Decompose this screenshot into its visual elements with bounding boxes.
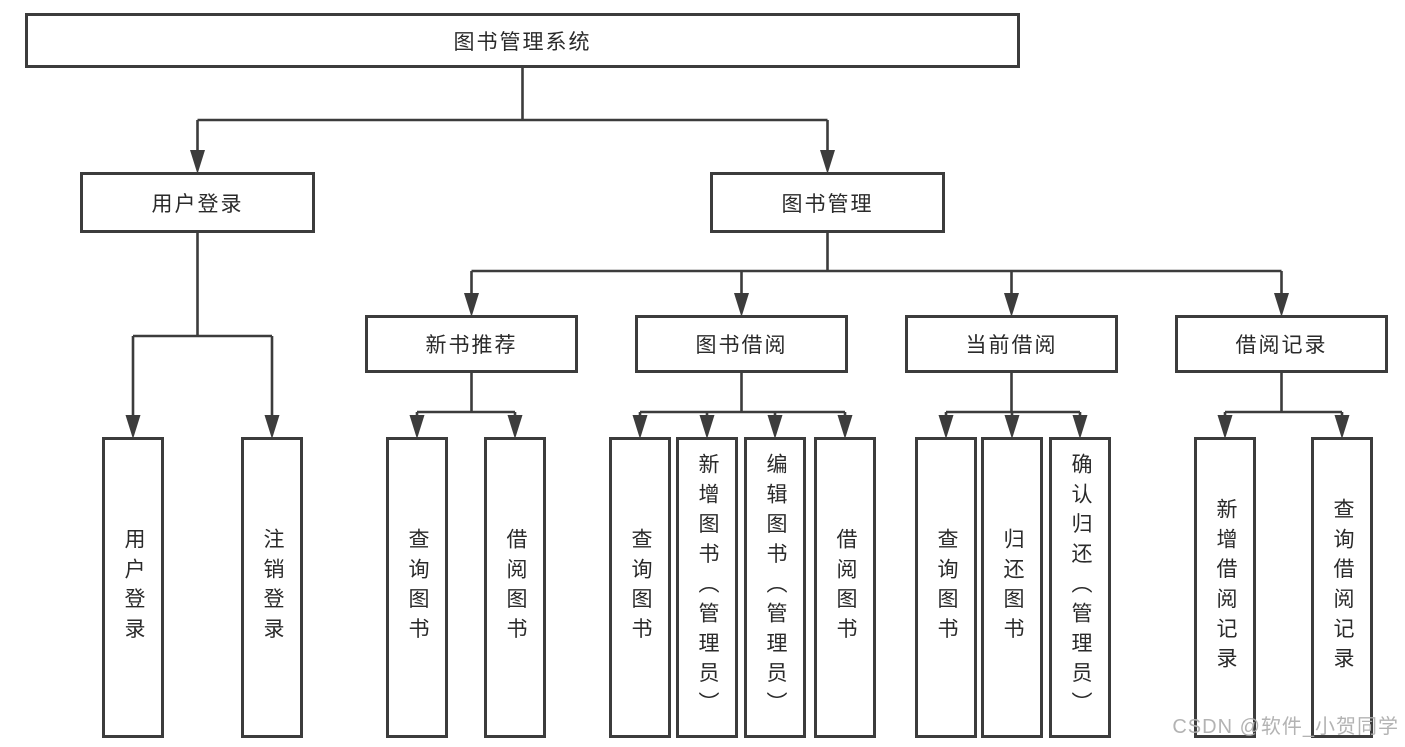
csdn-watermark: CSDN @软件_小贺同学 xyxy=(1172,716,1399,738)
arrowhead xyxy=(734,293,749,317)
arrowhead xyxy=(264,415,280,439)
node-query-books-borrow: 查询图书 xyxy=(609,437,671,738)
node-book-borrowing: 图书借阅 xyxy=(635,315,848,373)
node-user-login-leaf: 用户登录 xyxy=(102,437,164,738)
node-edit-books-admin: 编辑图书（管理员） xyxy=(744,437,806,738)
arrowhead xyxy=(409,415,425,439)
node-return-books: 归还图书 xyxy=(981,437,1043,738)
node-current-borrowing: 当前借阅 xyxy=(905,315,1118,373)
node-new-book-recommendation: 新书推荐 xyxy=(365,315,578,373)
arrowhead xyxy=(699,415,715,439)
node-book-management: 图书管理 xyxy=(710,172,945,233)
node-borrowing-records: 借阅记录 xyxy=(1175,315,1388,373)
node-query-borrow-record: 查询借阅记录 xyxy=(1311,437,1373,738)
arrowhead xyxy=(632,415,648,439)
arrowhead xyxy=(820,150,835,174)
node-borrow-books-new: 借阅图书 xyxy=(484,437,546,738)
arrowhead xyxy=(1274,293,1289,317)
node-query-books-new: 查询图书 xyxy=(386,437,448,738)
node-confirm-return-admin: 确认归还（管理员） xyxy=(1049,437,1111,738)
node-library-system: 图书管理系统 xyxy=(25,13,1020,68)
arrowhead xyxy=(190,150,205,174)
arrowhead xyxy=(1334,415,1350,439)
arrowhead xyxy=(1217,415,1233,439)
node-user-login: 用户登录 xyxy=(80,172,315,233)
arrowhead xyxy=(507,415,523,439)
arrowhead xyxy=(767,415,783,439)
node-add-books-admin: 新增图书（管理员） xyxy=(676,437,738,738)
arrowhead xyxy=(1004,293,1019,317)
node-borrow-books-borrow: 借阅图书 xyxy=(814,437,876,738)
arrowhead xyxy=(1072,415,1088,439)
node-add-borrow-record: 新增借阅记录 xyxy=(1194,437,1256,738)
arrowhead xyxy=(1004,415,1020,439)
node-query-books-current: 查询图书 xyxy=(915,437,977,738)
node-logout-leaf: 注销登录 xyxy=(241,437,303,738)
arrowhead xyxy=(938,415,954,439)
arrowhead xyxy=(125,415,141,439)
arrowhead xyxy=(837,415,853,439)
arrowhead xyxy=(464,293,479,317)
